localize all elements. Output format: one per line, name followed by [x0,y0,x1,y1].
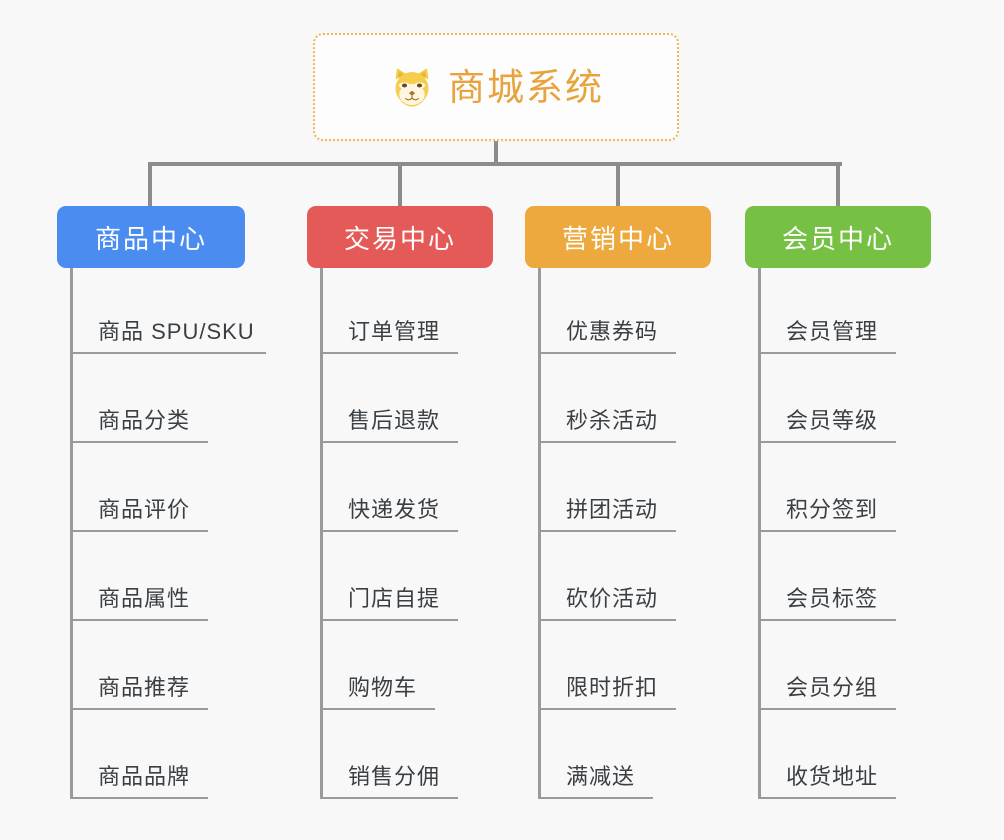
leaf-underline [70,441,208,443]
leaf-spine [70,268,73,799]
leaf-label: 会员等级 [786,408,879,433]
leaf-underline [538,441,676,443]
leaf-underline [758,619,896,621]
leaf-label: 售后退款 [348,408,441,433]
connector-drop-1 [148,162,152,208]
leaf-label: 砍价活动 [566,586,659,611]
leaf-spine [758,268,761,799]
leaf-label: 会员标签 [786,586,879,611]
leaf-label: 快递发货 [348,497,441,522]
shiba-dog-icon [395,68,429,107]
branch-node-3[interactable]: 营销中心 [525,206,711,268]
leaf-spine [538,268,541,799]
leaf-label: 购物车 [348,675,418,700]
leaf-label: 商品推荐 [98,675,191,700]
leaf-spine [320,268,323,799]
leaf-label: 门店自提 [348,586,441,611]
leaf-underline [320,708,435,710]
leaf-underline [538,619,676,621]
leaf-underline [70,797,208,799]
leaf-label: 商品品牌 [98,764,191,789]
leaf-underline [70,352,266,354]
leaf-underline [758,797,896,799]
connector-root-vertical [494,141,498,166]
leaf-underline [320,797,458,799]
leaf-label: 订单管理 [348,319,441,344]
leaf-underline [538,352,676,354]
leaf-label: 商品 SPU/SKU [98,319,255,344]
leaf-label: 收货地址 [786,764,879,789]
leaf-label: 秒杀活动 [566,408,659,433]
leaf-underline [320,441,458,443]
connector-drop-2 [398,162,402,208]
connector-drop-3 [616,162,620,208]
leaf-label: 满减送 [566,764,636,789]
leaf-label: 拼团活动 [566,497,659,522]
leaf-label: 商品属性 [98,586,191,611]
branch-node-4[interactable]: 会员中心 [745,206,931,268]
leaf-underline [320,530,458,532]
leaf-label: 会员管理 [786,319,879,344]
leaf-underline [320,619,458,621]
leaf-underline [70,708,208,710]
leaf-label: 限时折扣 [566,675,659,700]
leaf-underline [538,530,676,532]
branch-node-1[interactable]: 商品中心 [57,206,245,268]
branch-node-2[interactable]: 交易中心 [307,206,493,268]
root-node[interactable]: 商城系统 [313,33,679,141]
leaf-underline [70,619,208,621]
leaf-underline [758,530,896,532]
leaf-label: 会员分组 [786,675,879,700]
leaf-label: 优惠券码 [566,319,659,344]
leaf-underline [758,708,896,710]
leaf-underline [758,352,896,354]
leaf-label: 销售分佣 [348,764,441,789]
root-title: 商城系统 [448,66,604,108]
branch-label: 营销中心 [561,223,674,254]
leaf-underline [758,441,896,443]
leaf-underline [320,352,458,354]
branch-label: 会员中心 [781,223,894,254]
branch-label: 商品中心 [94,223,207,254]
branch-label: 交易中心 [343,223,456,254]
leaf-underline [70,530,208,532]
leaf-underline [538,797,653,799]
leaf-label: 商品评价 [98,497,191,522]
leaf-label: 商品分类 [98,408,191,433]
connector-drop-4 [836,162,840,208]
connector-horizontal-bar [150,162,842,166]
leaf-label: 积分签到 [786,497,879,522]
leaf-underline [538,708,676,710]
